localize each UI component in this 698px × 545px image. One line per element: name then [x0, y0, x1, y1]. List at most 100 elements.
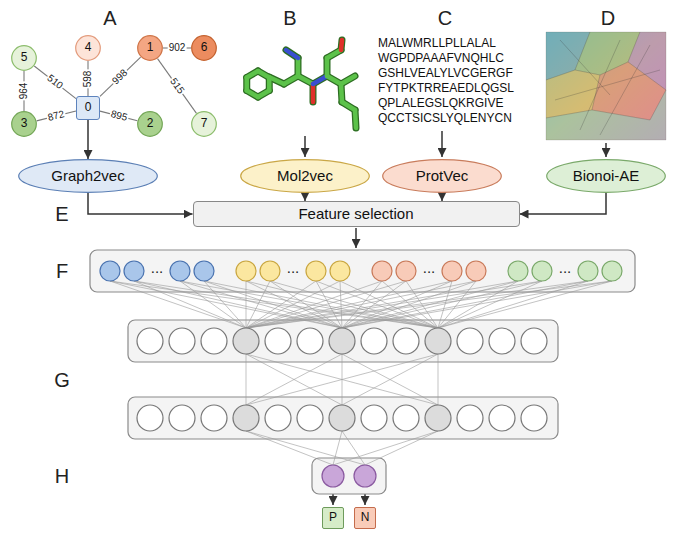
bionoi-image: [546, 32, 666, 140]
panel-letter: D: [601, 7, 615, 29]
illustration-part: [555, 40, 660, 135]
illustration-part: [521, 328, 547, 354]
illustration-part: [137, 328, 163, 354]
illustration-part: [100, 261, 120, 281]
illustration-part: [265, 328, 291, 354]
edge-weight: 598: [83, 69, 93, 88]
illustration-part: [341, 40, 342, 50]
node-text: 2: [147, 117, 154, 131]
illustration-part: [438, 281, 588, 328]
network-bars: [90, 250, 635, 494]
illustration-part: [246, 281, 452, 328]
illustration-part: [341, 40, 342, 50]
edge-weight: 895: [108, 109, 129, 123]
illustration-part: [286, 50, 298, 58]
illustration-part: [236, 261, 256, 281]
illustration-part: [322, 465, 344, 487]
illustration-part: [246, 281, 542, 328]
illustration-part: [295, 58, 302, 76]
output-box: N: [354, 507, 376, 529]
illustration-part: [393, 405, 419, 431]
illustration-part: [246, 354, 438, 405]
illustration-part: [341, 76, 355, 84]
illustration-part: [342, 281, 476, 328]
node-outline: [19, 160, 158, 193]
illustration-part: [342, 354, 438, 405]
illustration-part: [342, 431, 365, 465]
illustration-part: [333, 431, 438, 465]
node-text: P: [329, 511, 337, 525]
protein-sequence: MALWMRLLPLLALAL WGPDPAAAFVNQHLC GSHLVEAL…: [378, 36, 528, 126]
illustration-part: [246, 431, 333, 465]
illustration-part: [246, 281, 342, 328]
panel-letter: A: [103, 7, 116, 29]
node-outline: [138, 112, 163, 137]
illustration-part: [316, 281, 438, 328]
illustration-part: [324, 58, 331, 76]
illustration-part: [441, 131, 443, 157]
illustration-part: [246, 281, 588, 328]
ellipsis: ...: [151, 260, 164, 277]
illustration-part: [532, 261, 552, 281]
flow-arrow: [441, 193, 443, 201]
illustration-part: [341, 84, 342, 102]
illustration-part: [355, 110, 356, 128]
illustration-part: [311, 84, 316, 102]
illustration-part: [457, 328, 483, 354]
illustration-part: [284, 76, 298, 84]
flow-arrow: [88, 193, 193, 214]
graph-edge: [34, 66, 76, 99]
illustration-part: [316, 281, 342, 328]
node-text: Mol2vec: [277, 167, 333, 184]
node-outline: [383, 160, 502, 193]
illustration-part: [425, 405, 451, 431]
edge-weight: 998: [110, 67, 130, 87]
node-text: 5: [21, 51, 28, 65]
graph-edge: [100, 57, 141, 96]
panel-letter: F: [56, 260, 68, 282]
illustration-part: [340, 281, 342, 328]
node-outline: [12, 46, 37, 71]
illustration-part: [325, 58, 330, 76]
flow-arrow: [304, 193, 306, 201]
illustration-part: [466, 261, 486, 281]
illustration-part: [246, 281, 612, 328]
illustration-part: [306, 261, 326, 281]
illustration-part: [260, 261, 280, 281]
node-text: 6: [201, 41, 208, 55]
illustration-part: [110, 281, 438, 328]
node-outline: [138, 36, 163, 61]
panel-letter: H: [55, 465, 69, 487]
illustration-part: [180, 281, 342, 328]
illustration-part: [508, 261, 528, 281]
flow-arrow: [87, 120, 89, 159]
illustration-part: [180, 281, 246, 328]
illustration-part: [297, 405, 323, 431]
illustration-part: [327, 50, 341, 58]
illustration-part: [372, 261, 392, 281]
edge-weight: 872: [46, 109, 67, 123]
process-box: Feature selection: [193, 201, 520, 227]
illustration-part: [605, 143, 607, 157]
illustration-part: [365, 431, 438, 465]
panel-letter: C: [438, 7, 452, 29]
illustration-part: [169, 328, 195, 354]
embedding-ellipse: Mol2vec: [240, 159, 370, 193]
illustration-part: [233, 405, 259, 431]
illustration-part: [304, 136, 306, 157]
panel-letter: E: [55, 203, 68, 225]
illustration-part: [312, 458, 386, 494]
illustration-part: [355, 110, 356, 128]
embedding-ellipse: Graph2vec: [18, 159, 158, 193]
edge-weight: 964: [19, 82, 29, 101]
illustration-part: [124, 261, 144, 281]
node-outline: [76, 36, 101, 61]
illustration-part: [327, 50, 341, 58]
network-connections: [110, 281, 612, 465]
illustration-part: [233, 328, 259, 354]
illustration-part: [246, 354, 342, 405]
illustration-part: [128, 320, 558, 362]
edge-weight: 515: [168, 75, 187, 96]
node-text: 7: [201, 117, 208, 131]
graph-vertex: 1: [137, 35, 163, 61]
